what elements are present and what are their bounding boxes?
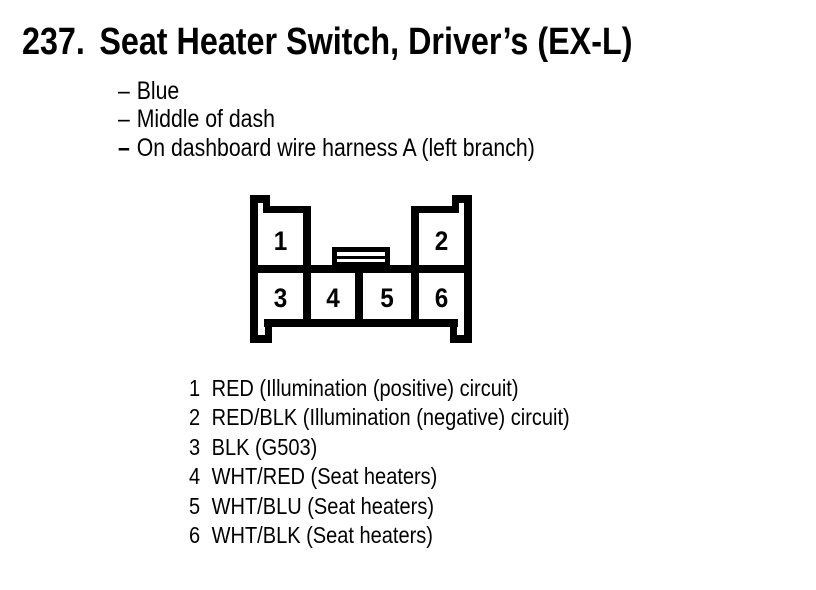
legend-wire-label: BLK (G503) xyxy=(211,433,318,460)
pin-cavity-4: 4 xyxy=(313,273,353,319)
section-number: 237. xyxy=(22,21,85,63)
pin-number: 4 xyxy=(326,282,340,313)
pin-number: 5 xyxy=(380,282,394,313)
detail-list: – Blue – Middle of dash – On dashboard w… xyxy=(118,77,535,162)
pin-number: 3 xyxy=(273,282,288,313)
legend-pin-number: 1 xyxy=(189,375,201,401)
detail-text: Middle of dash xyxy=(136,105,275,134)
detail-item: – Blue xyxy=(118,77,535,105)
legend-row: 2 RED/BLK (Illumination (negative) circu… xyxy=(189,403,570,432)
pin-cavity-6: 6 xyxy=(421,273,462,319)
connector-divider-middle xyxy=(355,265,363,327)
dash-bullet: – xyxy=(118,77,130,105)
legend-row: 4 WHT/RED (Seat heaters) xyxy=(189,462,570,491)
legend-pin-number: 2 xyxy=(189,404,201,431)
connector-ne-ear-top xyxy=(452,195,472,203)
connector-se-ear-bottom xyxy=(450,335,472,343)
legend-wire-label: RED (Illumination (positive) circuit) xyxy=(211,375,519,401)
legend-row: 1 RED (Illumination (positive) circuit) xyxy=(189,374,570,403)
legend-pin-number: 5 xyxy=(189,492,201,519)
connector-latch xyxy=(332,247,390,265)
latch-slit xyxy=(337,252,385,256)
pin-number: 6 xyxy=(434,282,449,313)
legend-pin-number: 4 xyxy=(189,463,201,490)
legend-row: 6 WHT/BLK (Seat heaters) xyxy=(189,521,570,550)
legend-wire-label: WHT/BLK (Seat heaters) xyxy=(211,522,433,549)
detail-item: – Middle of dash xyxy=(118,105,535,133)
connector-diagram: 1 2 3 4 5 6 xyxy=(250,195,472,343)
pin-cavity-5: 5 xyxy=(365,273,408,319)
connector-sw-ear-bottom xyxy=(250,335,272,343)
pin-legend: 1 RED (Illumination (positive) circuit) … xyxy=(189,374,570,550)
connector-sw-ear-side xyxy=(265,319,272,343)
legend-pin-number: 6 xyxy=(189,522,201,549)
legend-row: 5 WHT/BLU (Seat heaters) xyxy=(189,492,570,521)
connector-cell2-top-edge xyxy=(412,206,459,213)
dash-bullet: – xyxy=(118,105,130,134)
pin-cavity-2: 2 xyxy=(421,213,462,265)
pin-number: 1 xyxy=(273,225,288,256)
pin-cavity-3: 3 xyxy=(260,273,301,319)
pin-cavity-1: 1 xyxy=(260,213,301,265)
dash-bullet: – xyxy=(118,133,130,162)
pin-number: 2 xyxy=(434,225,449,256)
connector-cell1-top-edge xyxy=(263,206,310,213)
connector-bottom-edge xyxy=(264,319,458,327)
connector-ne-ear-side xyxy=(452,195,459,213)
connector-row-divider xyxy=(250,265,472,273)
page-title: Seat Heater Switch, Driver’s (EX-L) xyxy=(99,21,633,63)
detail-text: On dashboard wire harness A (left branch… xyxy=(136,133,535,162)
legend-wire-label: WHT/RED (Seat heaters) xyxy=(211,463,438,490)
legend-wire-label: WHT/BLU (Seat heaters) xyxy=(211,492,435,519)
detail-text: Blue xyxy=(136,77,180,105)
connector-nw-ear-top xyxy=(250,195,270,203)
legend-row: 3 BLK (G503) xyxy=(189,433,570,462)
connector-se-ear-side xyxy=(450,319,457,343)
legend-wire-label: RED/BLK (Illumination (negative) circuit… xyxy=(211,404,570,431)
detail-item: – On dashboard wire harness A (left bran… xyxy=(118,134,535,162)
section-heading: 237. Seat Heater Switch, Driver’s (EX-L) xyxy=(22,22,632,62)
connector-nw-ear-side xyxy=(263,195,270,213)
legend-pin-number: 3 xyxy=(189,433,201,460)
latch-slit xyxy=(337,259,385,262)
